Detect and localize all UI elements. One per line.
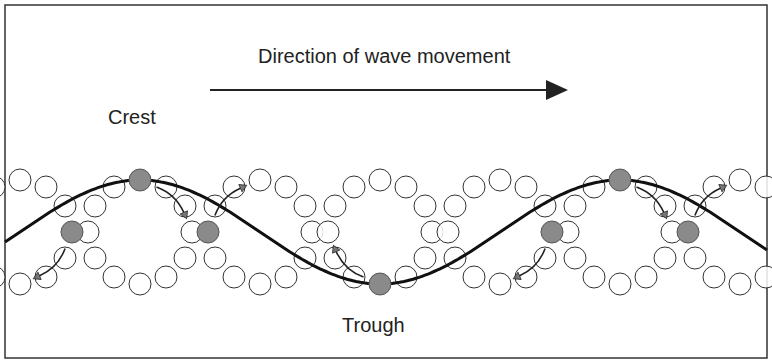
orbit-position	[317, 221, 339, 243]
orbit-position	[84, 247, 106, 269]
orbit-position	[129, 273, 151, 295]
orbit-position	[463, 266, 485, 288]
orbit-position	[103, 266, 125, 288]
water-particle	[129, 169, 151, 191]
motion-arrow-head	[33, 272, 41, 279]
orbit-position	[84, 195, 106, 217]
particle-group	[33, 169, 727, 295]
motion-arrow	[215, 188, 241, 215]
orbit-position	[564, 247, 586, 269]
motion-arrow	[157, 187, 184, 213]
orbit-position	[564, 195, 586, 217]
orbit-position	[9, 169, 31, 191]
motion-arrow	[40, 249, 66, 276]
orbit-position	[444, 195, 466, 217]
water-particle	[369, 273, 391, 295]
motion-arrow	[336, 252, 363, 278]
orbit-position	[369, 169, 391, 191]
orbit-position	[249, 169, 271, 191]
orbit-position	[489, 169, 511, 191]
orbit-position	[583, 266, 605, 288]
water-particle	[541, 221, 563, 243]
orbit-group	[0, 169, 772, 295]
orbit-position	[275, 176, 297, 198]
orbit-position	[755, 176, 772, 198]
orbit-position	[489, 273, 511, 295]
orbit-position	[414, 247, 436, 269]
orbit-position	[395, 176, 417, 198]
orbit-position	[343, 176, 365, 198]
motion-arrow	[695, 188, 721, 215]
direction-arrow-head	[546, 80, 568, 100]
wave-curve	[5, 180, 767, 284]
orbit-position	[684, 247, 706, 269]
orbit-position	[515, 176, 537, 198]
orbit-position	[654, 247, 676, 269]
orbit-position	[703, 266, 725, 288]
orbit-position	[635, 266, 657, 288]
water-particle	[61, 221, 83, 243]
trough-label: Trough	[342, 314, 405, 336]
orbit-position	[155, 266, 177, 288]
motion-arrow-head	[719, 185, 727, 192]
orbit-position	[414, 195, 436, 217]
orbit-position	[437, 221, 459, 243]
orbit-position	[395, 266, 417, 288]
motion-arrow-head	[513, 272, 521, 279]
water-particle	[677, 221, 699, 243]
water-particle	[197, 221, 219, 243]
orbit-position	[729, 273, 751, 295]
orbit-position	[9, 273, 31, 295]
orbit-position	[294, 195, 316, 217]
direction-label: Direction of wave movement	[258, 45, 510, 67]
water-particle	[609, 169, 631, 191]
orbit-position	[755, 266, 772, 288]
orbit-position	[609, 273, 631, 295]
orbit-position	[324, 195, 346, 217]
orbit-position	[204, 247, 226, 269]
direction-arrow-line	[210, 89, 546, 91]
motion-arrow-head	[180, 211, 187, 219]
orbit-position	[174, 247, 196, 269]
orbit-position	[275, 266, 297, 288]
motion-arrow-head	[239, 185, 247, 192]
orbit-position	[0, 176, 5, 198]
orbit-position	[729, 169, 751, 191]
crest-label: Crest	[108, 106, 156, 128]
orbit-position	[223, 266, 245, 288]
orbit-position	[463, 176, 485, 198]
orbit-position	[103, 176, 125, 198]
motion-arrow-head	[660, 211, 667, 219]
frame	[5, 5, 767, 358]
orbit-position	[0, 266, 5, 288]
motion-arrow	[637, 187, 664, 213]
orbit-position	[583, 176, 605, 198]
motion-arrow-head	[333, 245, 340, 253]
orbit-position	[35, 176, 57, 198]
motion-arrow	[520, 249, 546, 276]
orbit-position	[249, 273, 271, 295]
